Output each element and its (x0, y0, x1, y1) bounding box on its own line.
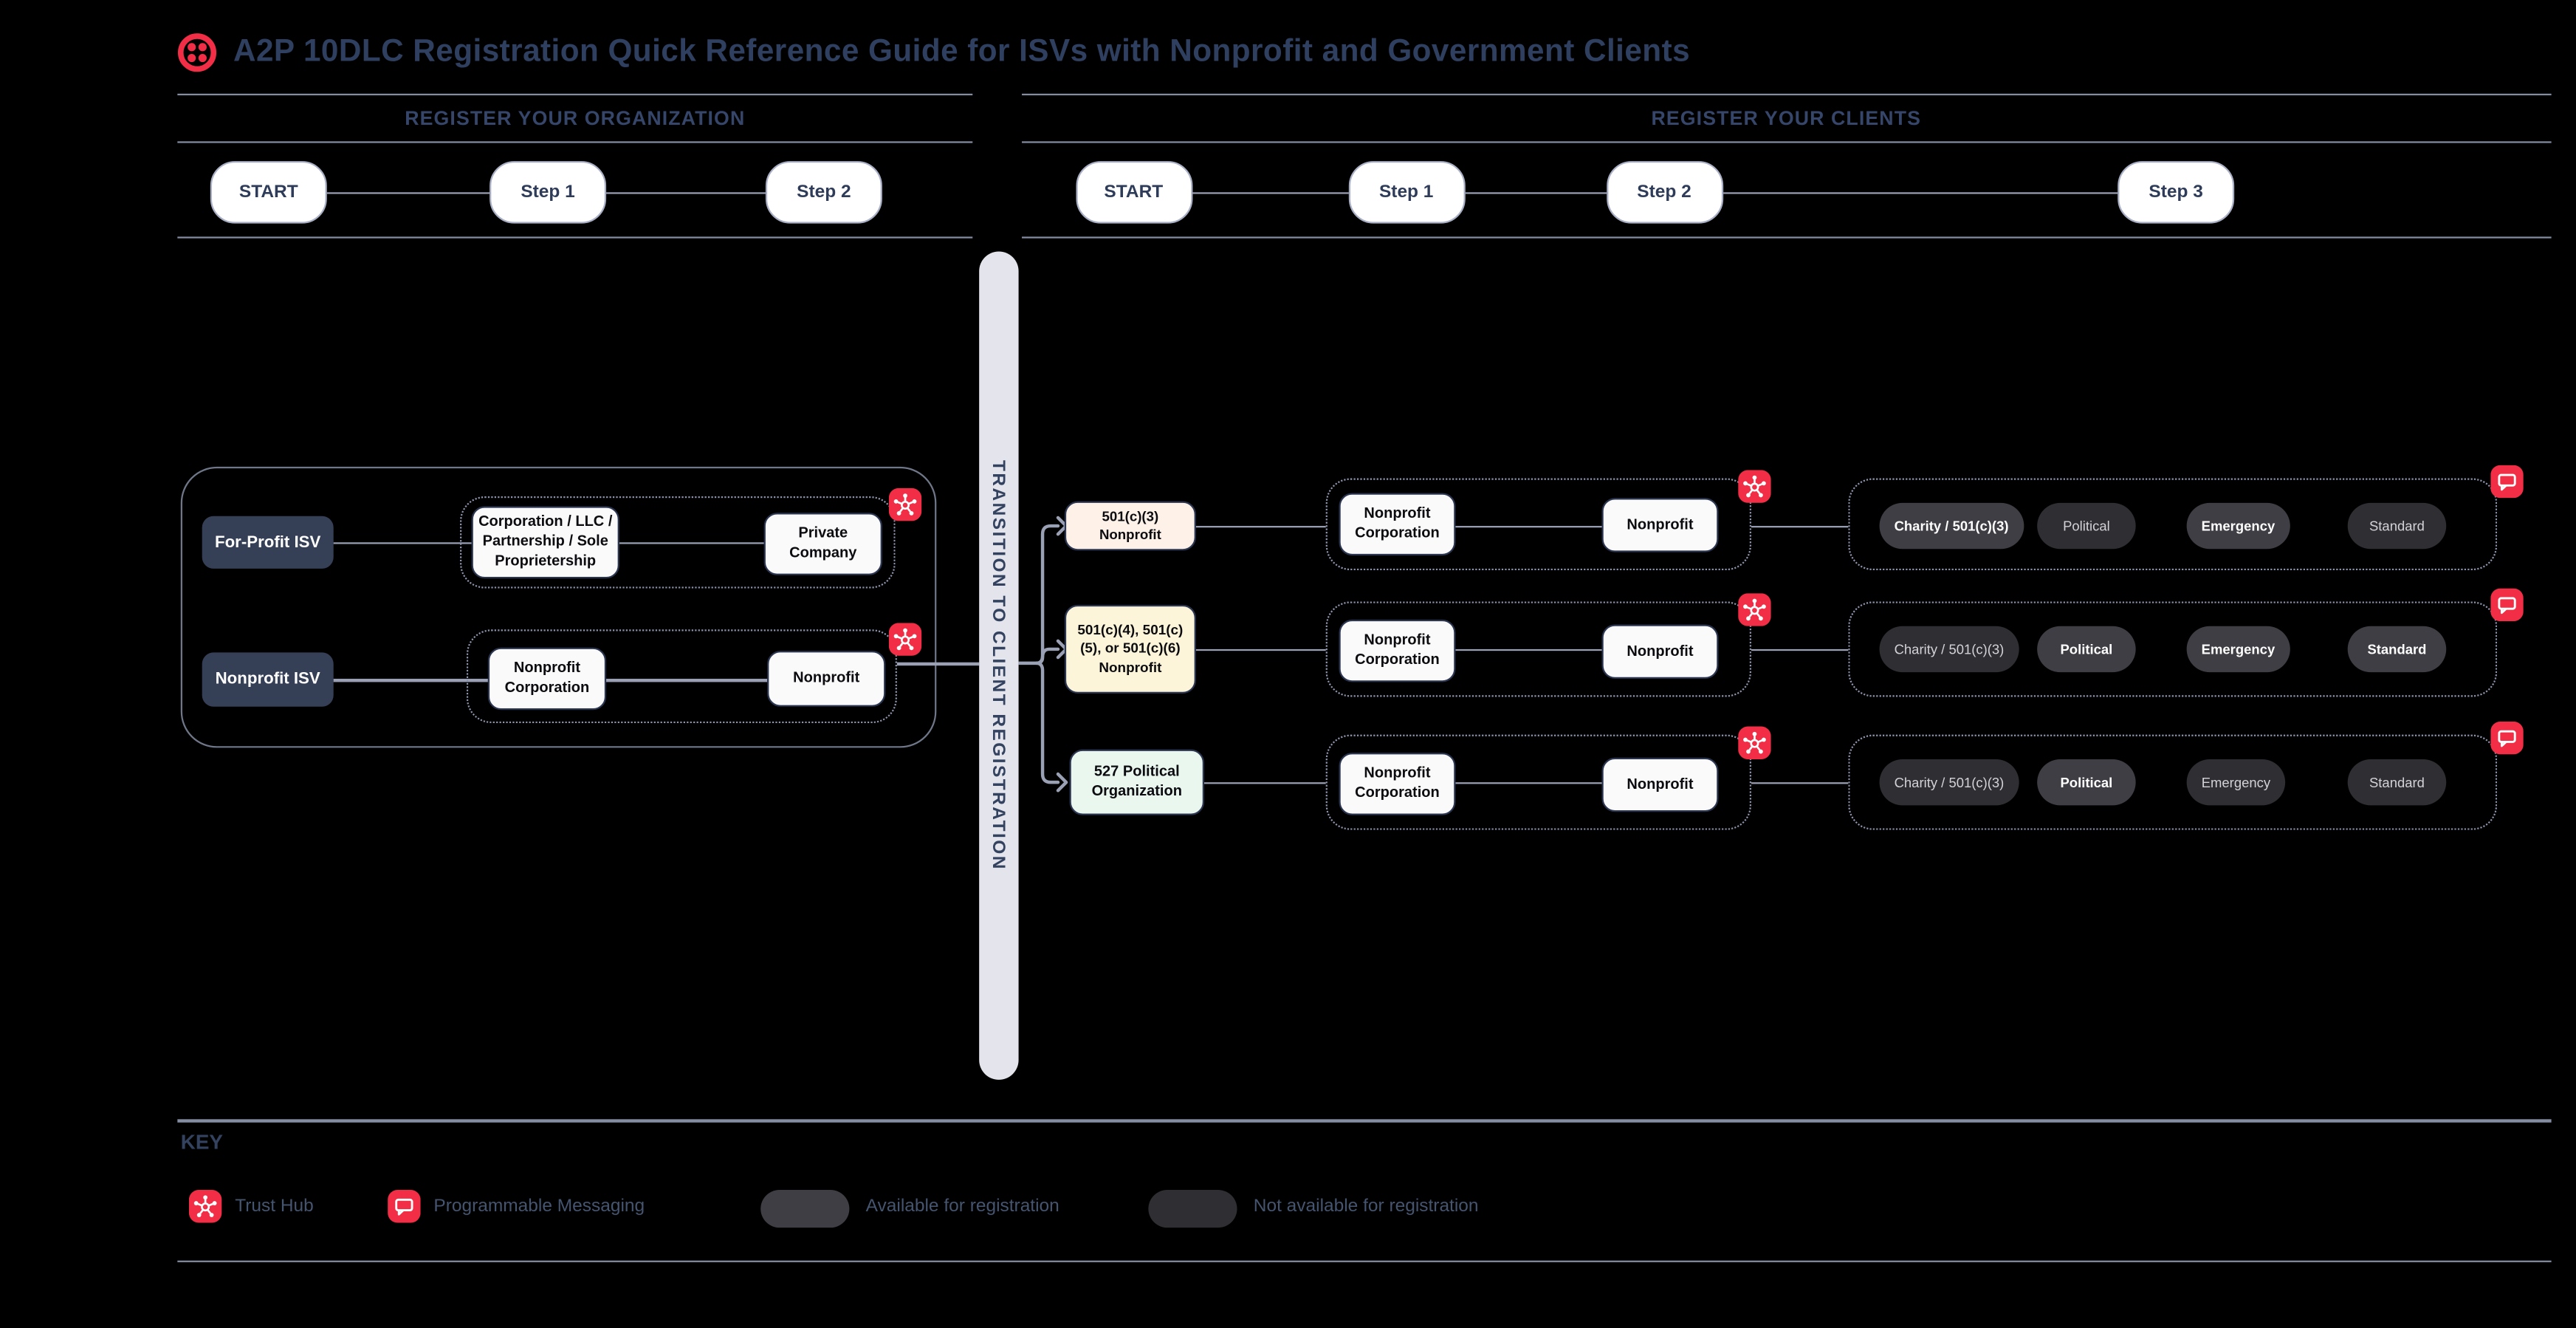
org-entity-box: For-Profit ISV (202, 516, 334, 569)
campaign-pill-political: Political (2037, 502, 2136, 550)
campaign-group (1848, 601, 2498, 697)
org-section-header: REGISTER YOUR ORGANIZATION (405, 106, 746, 130)
connector-line (1751, 648, 1849, 651)
org-flow-container (180, 466, 937, 748)
campaign-pill-emergency: Emergency (2186, 626, 2290, 673)
connector-line (1192, 191, 1348, 194)
key-heading: KEY (180, 1130, 223, 1154)
connector-line (606, 678, 768, 682)
programmable-messaging-icon (2490, 465, 2524, 499)
client-type-box: 501(c)(4), 501(c)(5), or 501(c)(6) Nonpr… (1064, 604, 1196, 694)
campaign-pill-emergency: Emergency (2186, 759, 2286, 806)
campaign-pill-political: Political (2037, 626, 2136, 673)
branch-connector (1017, 516, 1068, 793)
client-row-dotted-group (1325, 478, 1751, 571)
programmable-messaging-icon (2490, 721, 2524, 755)
trust-hub-icon (888, 487, 922, 521)
org-profile-box: Private Company (763, 513, 882, 575)
divider (177, 92, 973, 96)
clients-step-3: Step 3 (2118, 161, 2235, 224)
connector-line (1723, 191, 2118, 194)
client-type-box: 527 Political Organization (1069, 749, 1205, 815)
campaign-pill-charity: Charity / 501(c)(3) (1879, 502, 2024, 550)
key-label-not-available: Not available for registration (1253, 1196, 1479, 1216)
divider (177, 236, 973, 239)
client-type-box: 501(c)(3) Nonprofit (1064, 501, 1196, 551)
not-available-swatch (1148, 1188, 1237, 1228)
connector-line (606, 191, 766, 194)
client-row-dotted-group (1325, 601, 1751, 697)
divider (1020, 140, 2552, 143)
campaign-pill-emergency: Emergency (2186, 502, 2290, 550)
connector-line (333, 541, 472, 544)
key-label-available: Available for registration (865, 1196, 1059, 1216)
divider (1020, 236, 2552, 239)
org-business-type-box: Corporation / LLC / Partnership / Sole P… (471, 506, 619, 579)
trust-hub-icon (1738, 593, 1771, 626)
connector-line (326, 191, 490, 194)
client-business-type-box: Nonprofit Corporation (1339, 493, 1456, 556)
divider (177, 1259, 2552, 1262)
org-step-1: Step 1 (490, 161, 607, 224)
client-profile-box: Nonprofit (1601, 624, 1719, 679)
trust-hub-icon (188, 1189, 222, 1223)
connector-line (1464, 191, 1607, 194)
org-step-2: Step 2 (765, 161, 882, 224)
key-label-trust-hub: Trust Hub (235, 1196, 314, 1216)
connector-line (1204, 781, 1326, 784)
connector-line (1455, 648, 1602, 651)
campaign-pill-charity: Charity / 501(c)(3) (1879, 759, 2019, 806)
clients-step-2: Step 2 (1606, 161, 1723, 224)
programmable-messaging-icon (388, 1189, 421, 1223)
org-entity-box: Nonprofit ISV (202, 652, 334, 707)
connector-line (1455, 781, 1602, 784)
divider (177, 1119, 2552, 1122)
campaign-group (1848, 478, 2498, 571)
trust-hub-icon (1738, 726, 1771, 760)
programmable-messaging-icon (2490, 588, 2524, 622)
campaign-pill-charity: Charity / 501(c)(3) (1879, 626, 2019, 673)
divider (177, 140, 973, 143)
org-profile-box: Nonprofit (767, 651, 886, 707)
transition-bar: TRANSITION TO CLIENT REGISTRATION (978, 250, 1018, 1080)
client-profile-box: Nonprofit (1601, 498, 1719, 552)
connector-line (619, 541, 764, 544)
divider (1020, 92, 2552, 96)
connector-line (896, 662, 979, 665)
campaign-pill-standard: Standard (2347, 759, 2447, 806)
page-title: A2P 10DLC Registration Quick Reference G… (233, 34, 1691, 69)
campaign-pill-political: Political (2037, 759, 2136, 806)
client-profile-box: Nonprofit (1601, 757, 1719, 812)
twilio-logo-icon (177, 33, 217, 72)
org-business-type-box: Nonprofit Corporation (487, 647, 607, 711)
clients-step-start: START (1075, 161, 1192, 224)
campaign-pill-standard: Standard (2347, 502, 2447, 550)
transition-bar-label: TRANSITION TO CLIENT REGISTRATION (988, 459, 1009, 871)
trust-hub-icon (1738, 470, 1771, 503)
connector-line (1195, 648, 1326, 651)
clients-section-header: REGISTER YOUR CLIENTS (1651, 106, 1922, 130)
available-swatch (760, 1188, 850, 1228)
clients-step-1: Step 1 (1347, 161, 1465, 224)
connector-line (333, 678, 488, 682)
connector-line (1751, 524, 1849, 528)
campaign-pill-standard: Standard (2347, 626, 2447, 673)
connector-line (1195, 524, 1326, 528)
org-row-dotted-group (460, 496, 896, 589)
connector-line (1455, 524, 1602, 528)
client-row-dotted-group (1325, 734, 1751, 830)
trust-hub-icon (888, 623, 922, 656)
campaign-group (1848, 734, 2498, 830)
org-step-start: START (210, 161, 327, 224)
key-label-programmable-messaging: Programmable Messaging (433, 1196, 645, 1216)
org-row-dotted-group (466, 629, 897, 724)
connector-line (1751, 781, 1849, 784)
client-business-type-box: Nonprofit Corporation (1339, 753, 1456, 815)
client-business-type-box: Nonprofit Corporation (1339, 619, 1456, 682)
